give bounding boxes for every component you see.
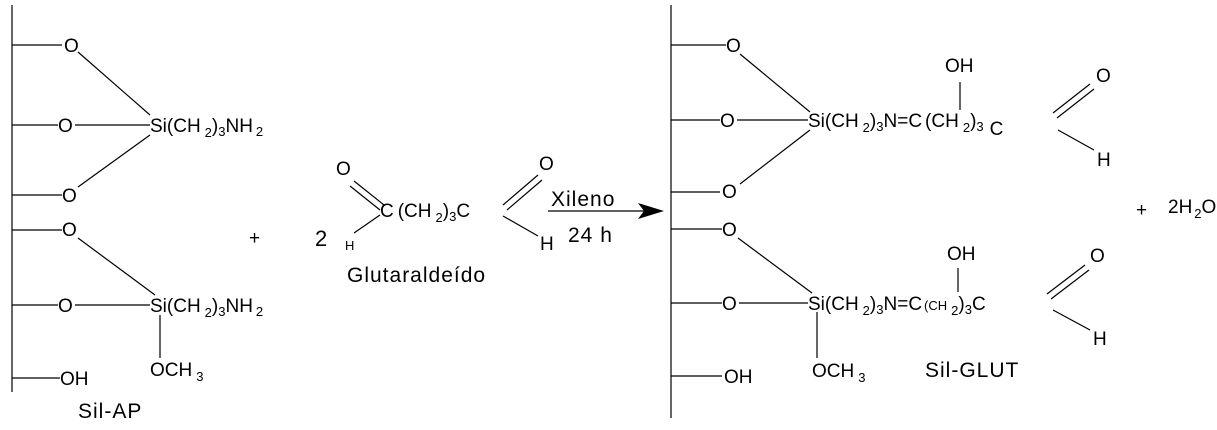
oxygen-label: O xyxy=(64,36,79,57)
reaction-time-label: 24 h xyxy=(568,224,613,247)
reagent-name: Glutaraldeído xyxy=(347,264,486,287)
oxygen-label: O xyxy=(722,220,737,241)
oxygen-label: O xyxy=(720,111,735,132)
oxygen-label: O xyxy=(1096,66,1111,87)
stoichiometric-coefficient: 2 xyxy=(315,226,327,251)
oxygen-label: O xyxy=(722,294,737,315)
reaction-arrow: Xileno 24 h xyxy=(548,188,664,247)
oxygen-label: O xyxy=(58,116,73,137)
oxygen-label: O xyxy=(62,220,77,241)
hydroxyl-label: OH xyxy=(945,56,974,77)
oxygen-label: O xyxy=(336,159,351,180)
oxygen-label: O xyxy=(58,296,73,317)
oxygen-label: O xyxy=(722,182,737,203)
reactant-name: Sil-AP xyxy=(78,400,142,423)
solvent-label: Xileno xyxy=(551,188,615,211)
oxygen-label: O xyxy=(1090,246,1105,267)
hydrogen-label: H xyxy=(540,234,554,255)
oxygen-label: O xyxy=(726,36,741,57)
hydrogen-label: H xyxy=(1097,150,1111,171)
product-name: Sil-GLUT xyxy=(925,359,1019,382)
plus-sign: + xyxy=(1136,200,1147,221)
hydroxyl-label: OH xyxy=(947,244,976,265)
oxygen-label: O xyxy=(62,186,77,207)
hydrogen-label: H xyxy=(1093,329,1107,350)
plus-sign: + xyxy=(249,228,260,249)
hydroxyl-label: OH xyxy=(724,367,753,388)
hydrogen-label: H xyxy=(345,238,354,253)
hydroxyl-label: OH xyxy=(60,369,89,390)
oxygen-label: O xyxy=(539,154,554,175)
